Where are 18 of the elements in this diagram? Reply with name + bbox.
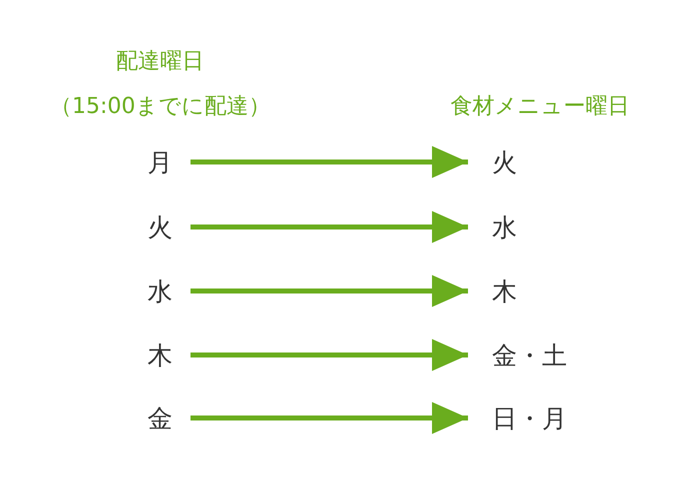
column-heading: 配達曜日 [116,51,204,73]
column-heading: 食材メニュー曜日 [450,96,630,118]
day-label: 木 [492,278,517,304]
day-label: 木 [148,342,172,368]
day-label: 金 [148,406,172,430]
arrow [190,211,468,243]
day-label: 水 [148,278,172,304]
arrow [190,146,468,178]
arrow [190,275,468,307]
day-label: 火 [492,150,517,174]
day-label: 金・土 [492,342,567,368]
arrow [190,339,468,371]
column-heading: （15:00までに配達） [50,96,270,118]
day-label: 水 [492,214,517,240]
day-label: 日・月 [492,406,567,430]
day-label: 月 [148,150,172,174]
day-label: 火 [148,214,172,240]
arrow [190,402,468,434]
